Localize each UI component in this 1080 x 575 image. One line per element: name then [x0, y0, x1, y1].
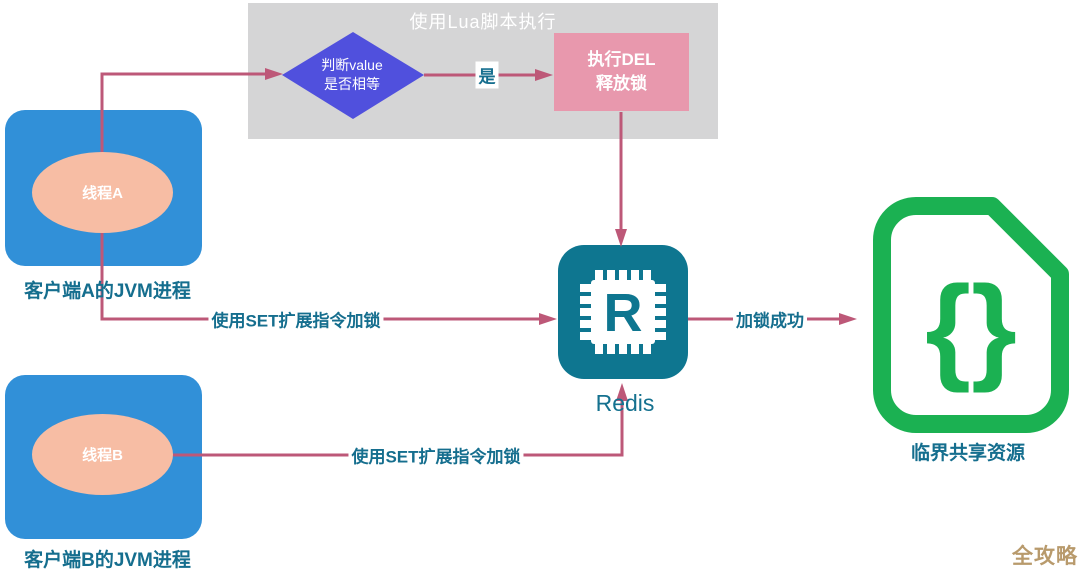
redis-chip-icon: R: [558, 245, 688, 379]
resource-caption: 临界共享资源: [910, 443, 1025, 464]
edge-label-lock-success: 加锁成功: [733, 305, 807, 333]
lua-container-title: 使用Lua脚本执行: [409, 12, 557, 32]
diamond-label-line2: 是否相等: [324, 76, 380, 92]
thread-a-label: 线程A: [82, 185, 123, 202]
del-label-line1: 执行DEL: [587, 50, 656, 69]
thread-b-ellipse: 线程B: [32, 414, 173, 495]
client-b-caption: 客户端B的JVM进程: [24, 550, 191, 571]
thread-b-label: 线程B: [82, 447, 123, 464]
redis-caption: Redis: [595, 390, 655, 416]
edge-label-yes: 是: [475, 61, 499, 89]
del-release-label: 执行DEL 释放锁: [554, 33, 689, 111]
shared-resource-document-icon: {}: [873, 197, 1069, 433]
watermark-text: 全攻略: [1012, 545, 1078, 568]
del-release-box: [554, 33, 689, 111]
thread-a-ellipse: 线程A: [32, 152, 173, 233]
edge-label-set-lock-a: 使用SET扩展指令加锁: [208, 305, 384, 333]
diamond-label-line1: 判断value: [321, 57, 383, 73]
resource-braces-glyph: {}: [925, 262, 1017, 394]
redis-chip-letter: R: [604, 283, 643, 343]
del-label-line2: 释放锁: [596, 74, 647, 93]
decision-diamond-label: 判断value 是否相等: [281, 31, 423, 119]
edge-label-set-lock-b: 使用SET扩展指令加锁: [348, 441, 524, 469]
client-a-caption: 客户端A的JVM进程: [24, 281, 191, 302]
decision-diamond-shape: [282, 32, 424, 119]
